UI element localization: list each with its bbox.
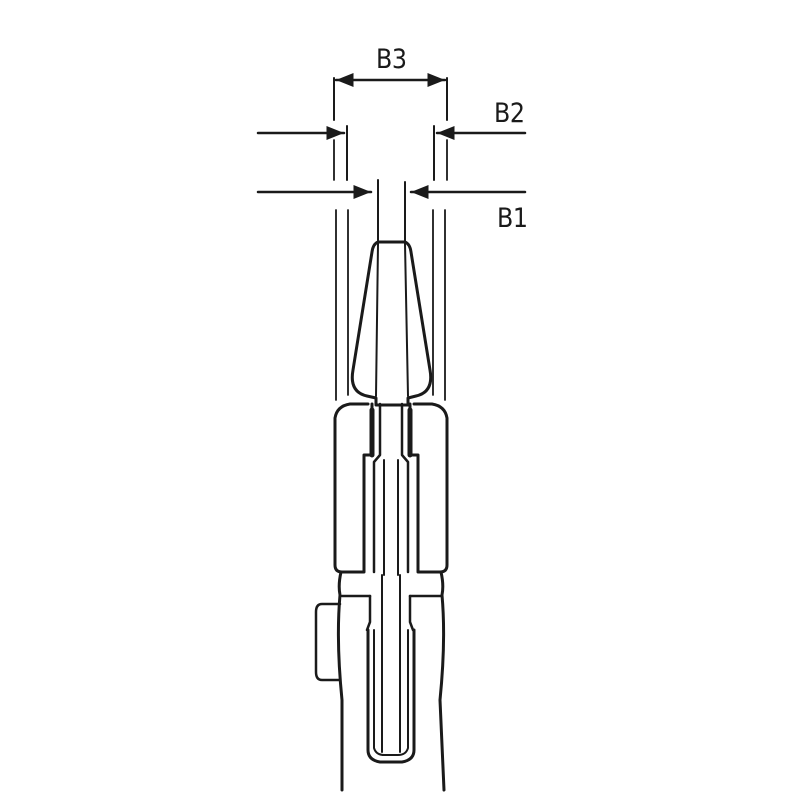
b1-label: B1 xyxy=(497,203,528,234)
jaw-body xyxy=(333,402,449,576)
handle xyxy=(314,570,446,792)
extension-lines xyxy=(333,139,448,401)
b2-label: B2 xyxy=(494,98,525,129)
b3-dimension xyxy=(333,73,448,121)
jaw-tip xyxy=(350,240,433,407)
b3-label: B3 xyxy=(376,44,407,75)
b2-dimension xyxy=(256,125,527,181)
b1-dimension xyxy=(256,179,527,246)
